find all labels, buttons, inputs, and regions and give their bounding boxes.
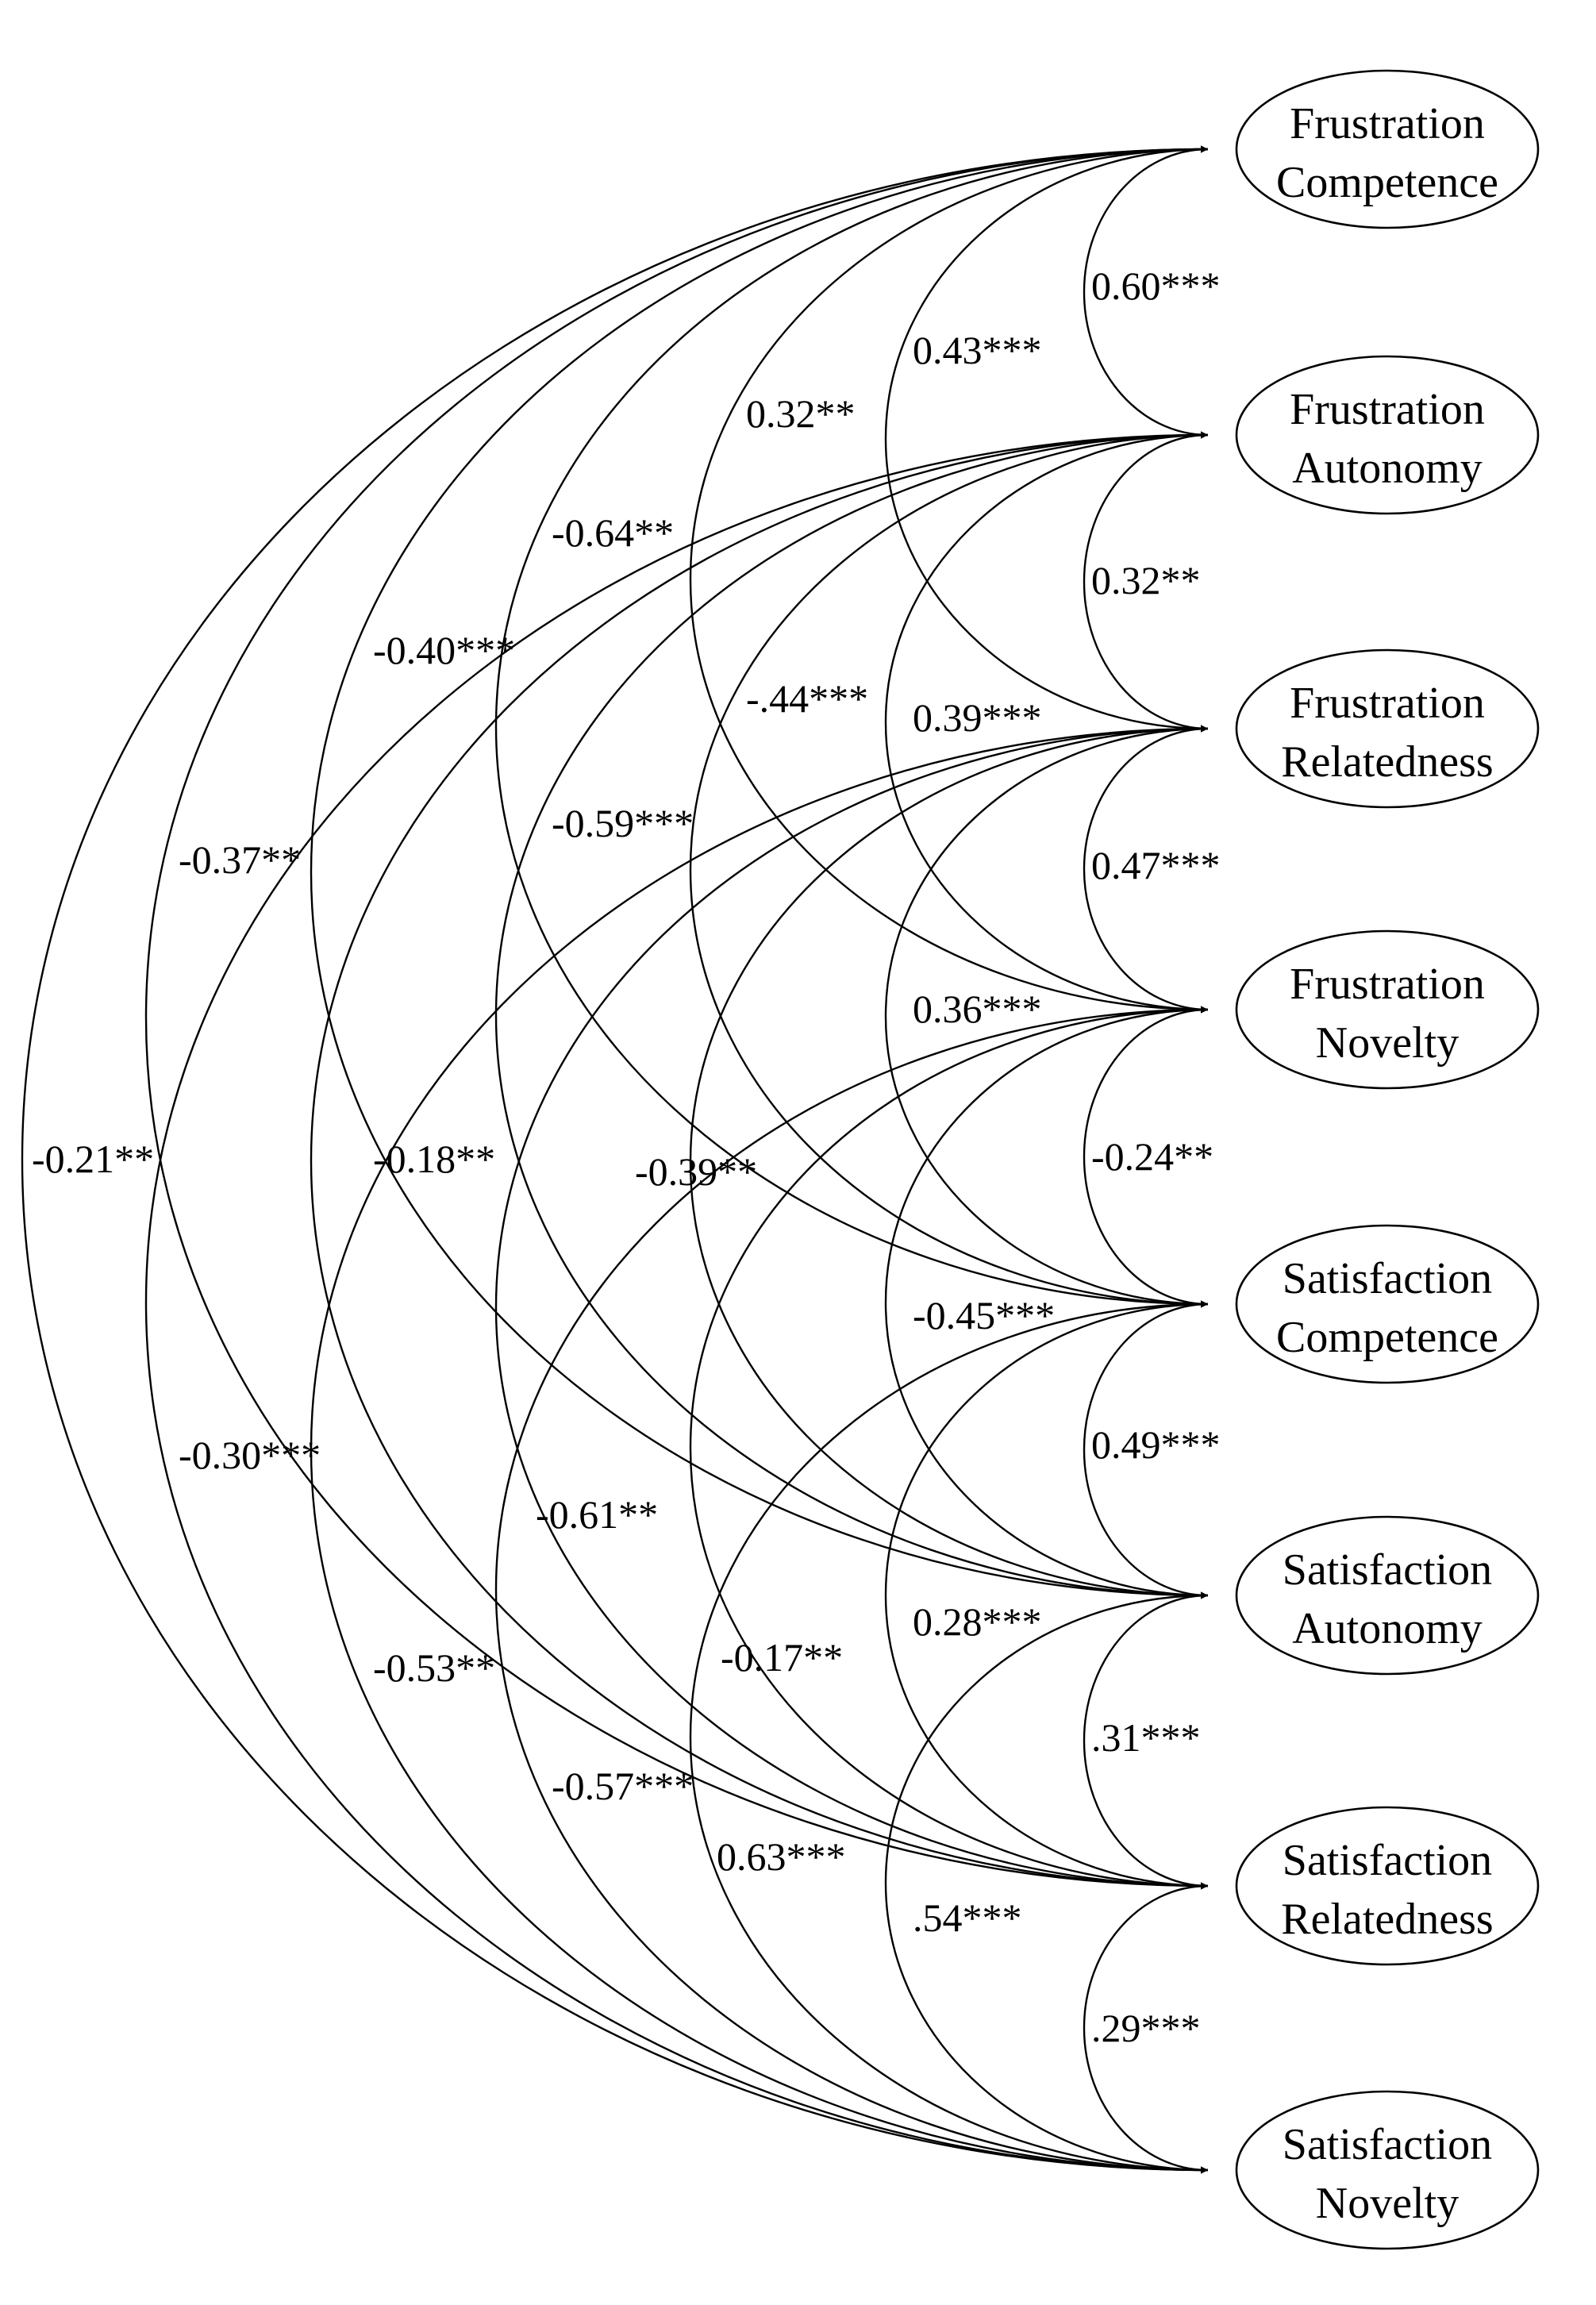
- correlation-arc-fn-sn: [494, 1006, 1209, 2174]
- correlation-arc-fn-sa: [884, 1006, 1209, 1599]
- correlation-label-fc-fa: 0.60***: [1091, 264, 1221, 308]
- correlation-label-fc-fr: 0.43***: [913, 328, 1042, 372]
- correlation-arc-fr-fn: [1083, 725, 1209, 1014]
- correlation-arc-fc-fa: [1083, 145, 1209, 439]
- correlation-arc-sc-sn: [689, 1300, 1209, 2174]
- correlation-label-fc-fn: 0.32**: [746, 391, 856, 436]
- correlation-arc-sa-sr: [1083, 1591, 1209, 1890]
- correlation-label-sc-sa: 0.49***: [1091, 1422, 1221, 1467]
- node-label-line2: Novelty: [1316, 1018, 1459, 1068]
- correlation-label-fr-fn: 0.47***: [1091, 843, 1221, 887]
- node-label-line1: Frustration: [1290, 679, 1485, 728]
- correlation-label-sa-sr: .31***: [1091, 1715, 1201, 1760]
- node-label-line1: Satisfaction: [1283, 1254, 1492, 1303]
- correlation-arc-fc-sa: [310, 145, 1209, 1599]
- correlation-label-sr-sn: .29***: [1091, 2006, 1201, 2050]
- correlation-arc-fa-sr: [310, 431, 1209, 1890]
- correlation-arc-sc-sr: [884, 1300, 1209, 1890]
- correlation-arc-fr-sn: [310, 725, 1209, 2174]
- node-label-line2: Competence: [1276, 1313, 1498, 1362]
- node-label-line1: Satisfaction: [1283, 1836, 1492, 1885]
- correlation-label-fa-sn: -0.30***: [179, 1433, 321, 1477]
- node-ellipse: [1235, 1515, 1540, 1676]
- correlation-arc-fa-fr: [1083, 431, 1209, 733]
- correlation-labels: 0.60*** 0.32** 0.47*** -0.24** 0.49*** .31***…: [32, 264, 1221, 2050]
- node-label-line1: Satisfaction: [1283, 1545, 1492, 1595]
- correlation-arc-fc-fr: [884, 145, 1209, 733]
- node-label-line2: Relatedness: [1281, 1895, 1493, 1944]
- node-label-line2: Relatedness: [1281, 737, 1493, 787]
- node-label-line2: Competence: [1276, 158, 1498, 207]
- correlation-arc-fc-sr: [144, 145, 1209, 1890]
- correlation-label-sc-sr: 0.28***: [913, 1599, 1042, 1644]
- node-label-line1: Satisfaction: [1283, 2120, 1492, 2169]
- correlation-label-fc-sn: -0.21**: [32, 1137, 154, 1181]
- correlation-label-fr-sn: -0.53**: [373, 1645, 495, 1690]
- correlation-label-fn-sa: -0.45***: [913, 1293, 1055, 1337]
- correlation-label-fn-sc: -0.24**: [1091, 1134, 1213, 1179]
- node-label-line2: Autonomy: [1292, 1604, 1483, 1653]
- correlation-label-fa-sa: -0.59***: [552, 801, 694, 845]
- node-label-line1: Frustration: [1290, 99, 1485, 148]
- correlation-arc-fa-sa: [494, 431, 1209, 1599]
- correlation-label-sc-sn: 0.63***: [717, 1834, 846, 1879]
- node-ellipse: [1235, 648, 1540, 809]
- correlation-label-fa-sc: -.44***: [746, 676, 868, 721]
- node-ellipse: [1235, 1806, 1540, 1966]
- node-label-line1: Frustration: [1290, 960, 1485, 1009]
- construct-nodes: FrustrationCompetenceFrustrationAutonomy…: [1235, 69, 1540, 2250]
- correlation-arc-sc-sa: [1083, 1300, 1209, 1599]
- correlation-label-fn-sr: -0.17**: [721, 1635, 843, 1680]
- node-label-line1: Frustration: [1290, 385, 1485, 434]
- correlation-label-fr-sr: -0.61**: [536, 1492, 658, 1537]
- correlation-arc-fr-sr: [494, 725, 1209, 1890]
- correlation-arc-sr-sn: [1083, 1882, 1209, 2174]
- node-ellipse: [1235, 2090, 1540, 2250]
- correlation-label-fc-sr: -0.37**: [179, 837, 301, 882]
- correlation-arc-fr-sc: [884, 725, 1209, 1308]
- correlation-label-sa-sn: .54***: [913, 1895, 1022, 1940]
- correlation-label-fc-sc: -0.64**: [552, 510, 674, 555]
- correlation-arc-fn-sc: [1083, 1006, 1209, 1308]
- correlation-label-fn-sn: -0.57***: [552, 1764, 694, 1808]
- correlation-label-fa-fr: 0.32**: [1091, 558, 1201, 602]
- correlation-arc-fa-sn: [144, 431, 1209, 2174]
- correlation-label-fa-fn: 0.39***: [913, 695, 1042, 740]
- correlation-label-fa-sr: -0.18**: [373, 1137, 495, 1181]
- correlation-label-fr-sa: -0.39**: [635, 1149, 757, 1194]
- correlation-arc-fc-fn: [689, 145, 1209, 1014]
- correlation-arc-fa-fn: [884, 431, 1209, 1014]
- correlation-arc-fn-sr: [689, 1006, 1209, 1890]
- node-ellipse: [1235, 69, 1540, 229]
- correlation-arc-fc-sn: [21, 145, 1209, 2174]
- correlation-arcs: [21, 145, 1209, 2174]
- correlation-arc-fc-sc: [494, 145, 1209, 1308]
- correlation-arc-sa-sn: [884, 1591, 1209, 2174]
- node-ellipse: [1235, 929, 1540, 1090]
- node-label-line2: Autonomy: [1292, 444, 1483, 493]
- correlation-arc-fr-sa: [689, 725, 1209, 1599]
- node-ellipse: [1235, 355, 1540, 515]
- node-ellipse: [1235, 1224, 1540, 1384]
- correlation-label-fc-sa: -0.40***: [373, 628, 515, 672]
- correlation-label-fr-sc: 0.36***: [913, 987, 1042, 1031]
- correlation-arc-fa-sc: [689, 431, 1209, 1308]
- node-label-line2: Novelty: [1316, 2179, 1459, 2228]
